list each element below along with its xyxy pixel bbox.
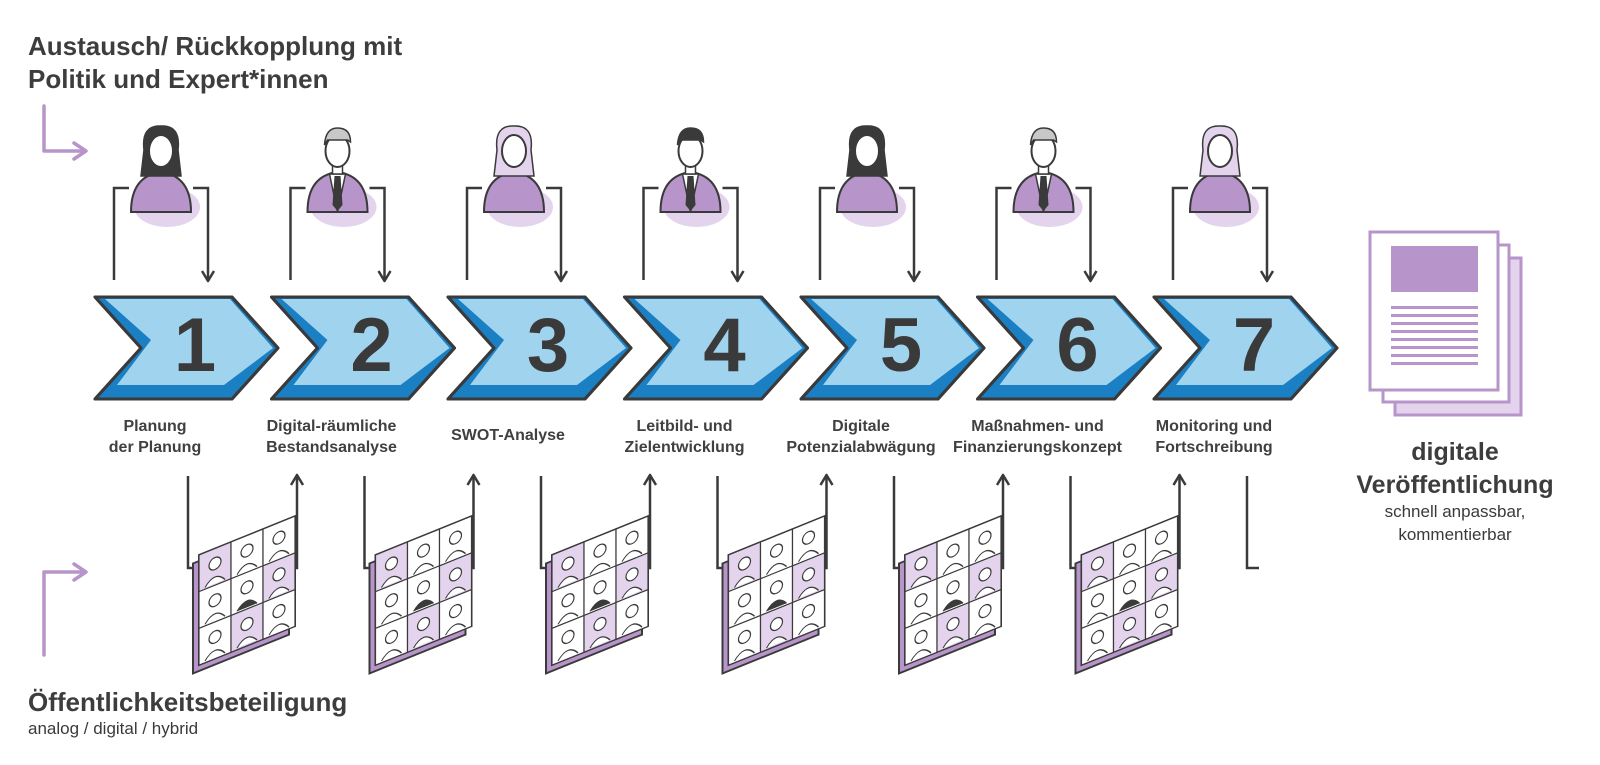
video-meeting-grid-icon — [898, 514, 1002, 675]
document-stack-icon — [1368, 230, 1523, 417]
step-number: 6 — [1056, 303, 1098, 388]
video-meeting-grid-icon — [545, 514, 649, 675]
video-meeting-grid-icon — [1074, 514, 1179, 675]
process-step: 2 — [270, 127, 481, 675]
step-number: 7 — [1233, 303, 1275, 388]
public-participation-subtitle: analog / digital / hybrid — [28, 719, 199, 738]
woman-expert-icon — [129, 125, 200, 227]
step-number: 3 — [527, 303, 569, 388]
publication-title-line-2: Veröffentlichung — [1356, 471, 1554, 499]
process-step: 7 — [1152, 125, 1339, 570]
process-step: 6 — [976, 127, 1187, 675]
expert-exchange-heading-line-1: Austausch/ Rückkopplung mit — [28, 31, 403, 61]
man-expert-icon — [659, 127, 730, 227]
step-label-line: Maßnahmen- und — [971, 418, 1104, 435]
top-corner-arrow-icon — [42, 104, 88, 161]
video-meeting-grid-icon — [721, 514, 826, 675]
step-label-line: Finanzierungskonzept — [953, 438, 1122, 456]
publication-title-line-1: digitale — [1411, 438, 1499, 466]
publication-subtitle: schnell anpassbar, kommentierbar — [1330, 501, 1580, 547]
public-participation-heading: Öffentlichkeitsbeteiligung — [28, 687, 348, 717]
step-number: 5 — [880, 303, 922, 388]
step-number: 4 — [703, 303, 745, 388]
woman-expert-icon — [835, 125, 906, 227]
process-step: 3 — [446, 125, 658, 675]
bottom-corner-arrow-icon — [42, 562, 88, 657]
step-label: Planung der Planung — [65, 417, 245, 459]
step-label-line: Bestandsanalyse — [266, 438, 397, 456]
step-label-line: Potenzialabwägung — [786, 438, 936, 456]
expert-exchange-heading: Austausch/ Rückkopplung mit Politik und … — [28, 30, 548, 95]
step-label-line: Planung — [123, 418, 187, 435]
step-label-line: Monitoring und — [1155, 418, 1273, 435]
step-label-line: Digital-räumliche — [266, 418, 397, 435]
process-step: 5 — [799, 125, 1011, 675]
step-label-line: SWOT-Analyse — [451, 427, 565, 444]
man-expert-icon — [1012, 127, 1083, 227]
woman-expert-icon — [482, 125, 553, 227]
step-label-line: Leitbild- und — [636, 418, 733, 435]
step-label-line: Fortschreibung — [1155, 438, 1273, 456]
step-label-line: der Planung — [108, 438, 202, 456]
step-number: 2 — [350, 303, 392, 388]
step-number: 1 — [174, 303, 216, 388]
process-step: 4 — [623, 127, 834, 675]
woman-expert-icon — [1188, 125, 1259, 227]
man-expert-icon — [306, 127, 377, 227]
expert-exchange-heading-line-2: Politik und Expert*innen — [28, 63, 329, 94]
publication-title: digitale Veröffentlichung — [1330, 436, 1580, 502]
step-label: SWOT-Analyse — [418, 426, 598, 447]
step-label-line: Zielentwicklung — [624, 438, 745, 456]
process-step: 1 — [93, 125, 305, 675]
step-label-line: Digitale — [832, 418, 890, 435]
video-meeting-grid-icon — [192, 514, 296, 675]
publication-subtitle-line-1: schnell anpassbar, — [1384, 502, 1526, 521]
publication-subtitle-line-2: kommentierbar — [1398, 524, 1512, 544]
video-meeting-grid-icon — [368, 514, 473, 675]
